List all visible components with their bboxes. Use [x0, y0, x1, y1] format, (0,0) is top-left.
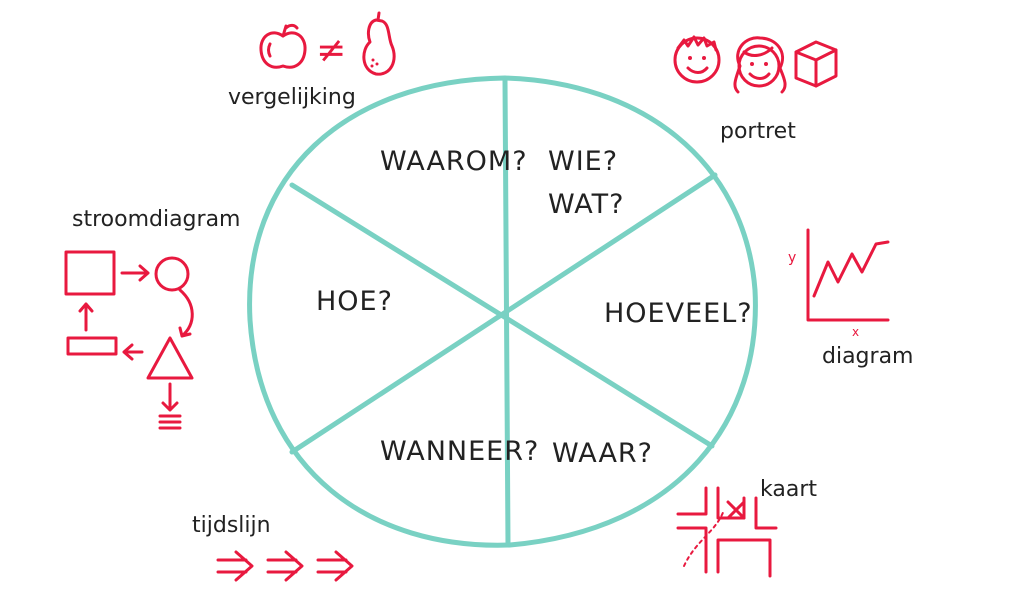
- timeline-arrow-2: [266, 550, 304, 582]
- question-wat: WAT?: [548, 189, 624, 220]
- apple-icon: [259, 31, 307, 69]
- timeline-arrow-1: [216, 550, 254, 582]
- label-tijdslijn: tijdslijn: [192, 513, 271, 538]
- label-kaart: kaart: [760, 477, 817, 502]
- label-vergelijking: vergelijking: [228, 85, 356, 110]
- timeline-arrow-3: [316, 550, 354, 582]
- comparison-icon: ≠: [259, 11, 396, 76]
- question-hoeveel: HOEVEEL?: [604, 298, 753, 329]
- question-hoe: HOE?: [316, 286, 393, 317]
- flowchart-triangle: [146, 336, 194, 380]
- portrait-icon: [673, 35, 838, 94]
- timeline-icon: [216, 550, 354, 582]
- pear-icon: [362, 18, 396, 76]
- axis-y-label: y: [788, 250, 796, 266]
- divider-diag-2: [289, 172, 718, 455]
- boy-face-icon: [673, 36, 721, 84]
- question-wheel: [247, 75, 758, 548]
- label-portret: portret: [720, 119, 796, 144]
- label-diagram: diagram: [822, 344, 913, 369]
- flowchart-box: [64, 250, 116, 296]
- axis-x-label: x: [852, 325, 859, 339]
- question-wie: WIE?: [548, 146, 618, 177]
- question-waarom: WAAROM?: [380, 146, 528, 177]
- flowchart-bar: [66, 336, 118, 356]
- chart-icon: y x: [788, 228, 890, 339]
- cube-icon: [794, 40, 838, 88]
- flowchart-circle: [154, 256, 190, 292]
- map-icon: [676, 486, 778, 578]
- flowchart-icon: [64, 250, 194, 430]
- question-waar: WAAR?: [552, 438, 653, 469]
- label-stroomdiagram: stroomdiagram: [72, 207, 240, 232]
- not-equal-icon: ≠: [316, 30, 346, 71]
- treasure-x-icon: [726, 500, 746, 520]
- question-wanneer: WANNEER?: [380, 436, 539, 467]
